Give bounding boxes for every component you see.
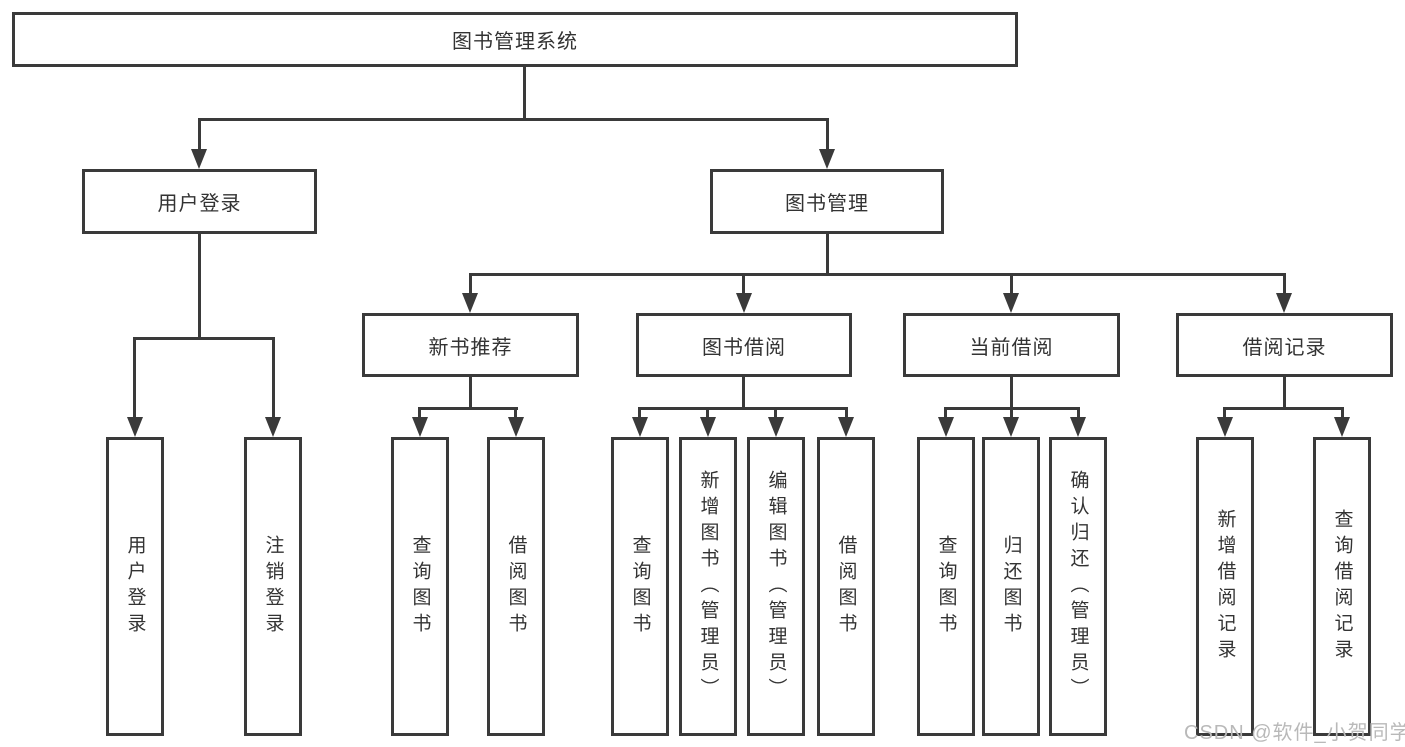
- leaf-confirm-return-admin: 确认归还（管理员）: [1049, 437, 1107, 736]
- leaf-add-books-admin: 新增图书（管理员）: [679, 437, 737, 736]
- connector-line: [272, 337, 275, 417]
- node-book-management: 图书管理: [710, 169, 944, 234]
- connector-line: [1341, 407, 1344, 417]
- leaf-user-login: 用户登录: [106, 437, 164, 736]
- connector-line: [198, 118, 201, 151]
- connector-line: [1223, 407, 1344, 410]
- leaf-query-books-borrowing: 查询图书: [611, 437, 669, 736]
- leaf-edit-books-admin: 编辑图书（管理员）: [747, 437, 805, 736]
- connector-line: [418, 407, 518, 410]
- leaf-return-books: 归还图书: [982, 437, 1040, 736]
- connector-line: [198, 118, 829, 121]
- arrowhead-down-icon: [1334, 417, 1350, 437]
- csdn-watermark: CSDN @软件_小贺同学: [1184, 722, 1405, 744]
- node-current-borrowing: 当前借阅: [903, 313, 1120, 377]
- connector-line: [469, 273, 1286, 276]
- connector-line: [523, 65, 526, 118]
- arrowhead-down-icon: [632, 417, 648, 437]
- node-book-borrowing: 图书借阅: [636, 313, 852, 377]
- node-library-management-system: 图书管理系统: [12, 12, 1018, 67]
- connector-line: [469, 273, 472, 295]
- connector-line: [1223, 407, 1226, 417]
- connector-line: [638, 407, 641, 417]
- arrowhead-down-icon: [1276, 293, 1292, 313]
- leaf-borrow-books-recommend: 借阅图书: [487, 437, 545, 736]
- arrowhead-down-icon: [127, 417, 143, 437]
- arrowhead-down-icon: [508, 417, 524, 437]
- leaf-add-borrow-record: 新增借阅记录: [1196, 437, 1254, 736]
- connector-line: [198, 234, 201, 337]
- connector-line: [826, 234, 829, 273]
- connector-line: [845, 407, 848, 417]
- arrowhead-down-icon: [1003, 417, 1019, 437]
- arrowhead-down-icon: [938, 417, 954, 437]
- node-new-book-recommend: 新书推荐: [362, 313, 579, 377]
- arrowhead-down-icon: [1003, 293, 1019, 313]
- arrowhead-down-icon: [700, 417, 716, 437]
- connector-line: [826, 118, 829, 151]
- arrowhead-down-icon: [838, 417, 854, 437]
- arrowhead-down-icon: [768, 417, 784, 437]
- leaf-logout: 注销登录: [244, 437, 302, 736]
- connector-line: [742, 377, 745, 407]
- arrowhead-down-icon: [265, 417, 281, 437]
- arrowhead-down-icon: [1217, 417, 1233, 437]
- connector-line: [418, 407, 421, 417]
- arrowhead-down-icon: [412, 417, 428, 437]
- leaf-borrow-books-borrowing: 借阅图书: [817, 437, 875, 736]
- arrowhead-down-icon: [191, 149, 207, 169]
- connector-line: [1283, 377, 1286, 407]
- connector-line: [469, 377, 472, 407]
- arrowhead-down-icon: [462, 293, 478, 313]
- connector-line: [944, 407, 947, 417]
- connector-line: [638, 407, 848, 410]
- connector-line: [774, 407, 777, 417]
- arrowhead-down-icon: [736, 293, 752, 313]
- leaf-query-books-current: 查询图书: [917, 437, 975, 736]
- connector-line: [1010, 377, 1013, 407]
- leaf-query-borrow-record: 查询借阅记录: [1313, 437, 1371, 736]
- connector-line: [1077, 407, 1080, 417]
- connector-line: [1010, 407, 1013, 417]
- leaf-query-books-recommend: 查询图书: [391, 437, 449, 736]
- connector-line: [133, 337, 136, 417]
- node-borrowing-records: 借阅记录: [1176, 313, 1393, 377]
- arrowhead-down-icon: [819, 149, 835, 169]
- connector-line: [133, 337, 275, 340]
- connector-line: [706, 407, 709, 417]
- connector-line: [514, 407, 517, 417]
- connector-line: [742, 273, 745, 295]
- connector-line: [1010, 273, 1013, 295]
- arrowhead-down-icon: [1070, 417, 1086, 437]
- connector-line: [1283, 273, 1286, 295]
- node-user-login: 用户登录: [82, 169, 317, 234]
